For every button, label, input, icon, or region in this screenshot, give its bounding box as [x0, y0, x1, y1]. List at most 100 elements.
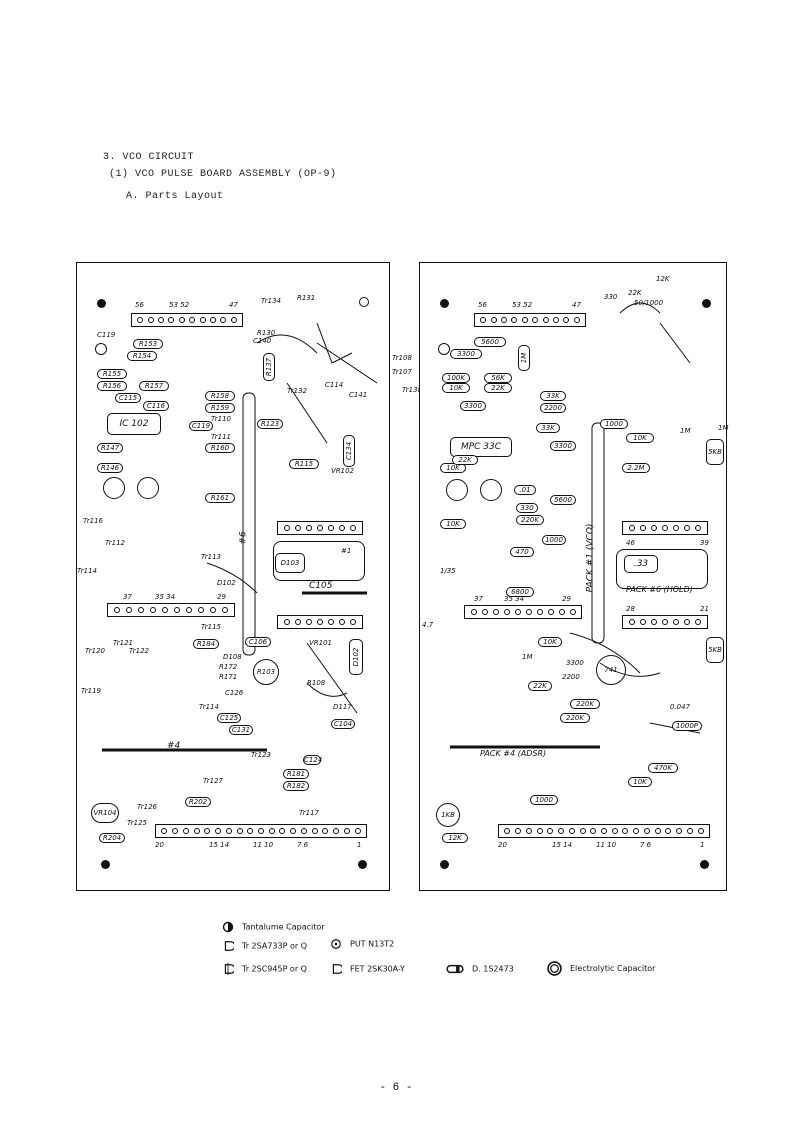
component-label: R147: [97, 443, 123, 453]
component-label: D102: [217, 579, 236, 587]
component-label: R182: [283, 781, 309, 791]
component-label: 1000P: [672, 721, 702, 731]
left-board-traces: [102, 322, 378, 752]
pin-label: 35 34: [155, 593, 176, 601]
component-label: 12K: [442, 833, 468, 843]
fet-icon: [332, 964, 342, 974]
mounting-hole: [440, 860, 449, 869]
component-label: Tr112: [105, 539, 125, 547]
component-label: 470K: [648, 763, 678, 773]
pin-label: 35 34: [504, 595, 525, 603]
top-connector: [474, 313, 586, 327]
tantalum-capacitor: [438, 343, 450, 355]
component-label: 22K: [484, 383, 512, 393]
component-label: C119: [97, 331, 116, 339]
electrolytic-capacitor: [446, 479, 468, 501]
subsection-heading: (1) VCO PULSE BOARD ASSEMBLY (OP-9): [109, 169, 337, 180]
component-label: 4.7: [422, 621, 434, 629]
mid-connector: [464, 605, 582, 619]
bottom-connector: [155, 824, 367, 838]
component-label: R181: [283, 769, 309, 779]
component-label: C114: [325, 381, 344, 389]
legend-tantalum: Tantalume Capacitor: [222, 921, 325, 933]
component-label: D103: [275, 553, 305, 573]
pin-label: 7 6: [297, 841, 309, 849]
pin-label: 11 10: [253, 841, 274, 849]
component-label: Tr117: [299, 809, 319, 817]
component-label: 1M: [680, 427, 691, 435]
component-label: Tr111: [211, 433, 231, 441]
component-label: R108: [307, 679, 326, 687]
pin-label: 29: [217, 593, 226, 601]
component-label: R115: [289, 459, 319, 469]
component-label: 5KB: [706, 439, 724, 465]
component-label: VR101: [309, 639, 333, 647]
component-label: 1000: [542, 535, 566, 545]
component-label: C104: [331, 719, 355, 729]
pin-label: 11 10: [596, 841, 617, 849]
component-label: D117: [333, 703, 352, 711]
legend-npn: Tr 2SC945P or Q: [222, 963, 307, 975]
pack-label: PACK #4 (ADSR): [480, 749, 547, 758]
item-heading: A. Parts Layout: [126, 191, 224, 202]
pin-label: 47: [572, 301, 581, 309]
component-label: R157: [139, 381, 169, 391]
component-label: R204: [99, 833, 125, 843]
mounting-hole: [359, 297, 369, 307]
component-label: C140: [253, 337, 272, 345]
pin-label: 28: [626, 605, 635, 613]
mounting-hole: [358, 860, 367, 869]
tantalum-capacitor-icon: [222, 921, 234, 933]
component-label: 5KB: [706, 637, 724, 663]
pack-socket: [277, 521, 363, 535]
component-label: R160: [205, 443, 235, 453]
ic-outline: MPC 33C: [450, 437, 512, 457]
component-label: 10K: [626, 433, 654, 443]
component-label: R155: [97, 369, 127, 379]
component-label: Tr113: [201, 553, 221, 561]
component-label: R131: [297, 294, 316, 302]
bottom-connector: [498, 824, 710, 838]
component-label: C124: [303, 755, 323, 765]
component-label: Tr132: [287, 387, 307, 395]
component-label: Tr120: [85, 647, 105, 655]
component-label: 330: [516, 503, 538, 513]
component-label: Tr115: [201, 623, 221, 631]
component-label: R123: [257, 419, 283, 429]
component-label: 0.047: [670, 703, 691, 711]
section-heading: 3. VCO CIRCUIT: [103, 152, 195, 163]
component-label: 220K: [560, 713, 590, 723]
pin-label: 56: [478, 301, 487, 309]
mounting-hole: [440, 299, 449, 308]
pin-label: 29: [562, 595, 571, 603]
component-label: R172: [219, 663, 238, 671]
component-label: 1M: [718, 424, 729, 432]
component-label: R130: [257, 329, 276, 337]
pack-socket: [622, 615, 708, 629]
component-label: 1/35: [440, 567, 456, 575]
mounting-hole: [700, 860, 709, 869]
pin-label: 1: [357, 841, 362, 849]
mounting-hole: [97, 299, 106, 308]
component-label: 220K: [570, 699, 600, 709]
component-label: R156: [97, 381, 127, 391]
component-label: 50/1000: [634, 299, 664, 307]
component-label: R103: [253, 659, 279, 685]
left-board: 56 53 52 47 37 35 34 29 20 15 14 11 10 7…: [76, 262, 390, 891]
page-number: - 6 -: [379, 1082, 413, 1094]
component-label: R158: [205, 391, 235, 401]
ic-component: 741: [596, 655, 626, 685]
pin-label: 37: [474, 595, 483, 603]
component-label: 33K: [536, 423, 560, 433]
component-label: 3300: [450, 349, 482, 359]
mid-connector: [107, 603, 235, 617]
component-label: .33: [624, 555, 658, 573]
component-label: 220K: [516, 515, 544, 525]
component-label: C126: [225, 689, 244, 697]
component-label: R137: [263, 353, 275, 381]
component-label: 10K: [538, 637, 562, 647]
npn-transistor-icon: [224, 963, 234, 975]
component-label: R184: [193, 639, 219, 649]
component-label: 33K: [540, 391, 566, 401]
legend-pnp: Tr 2SA733P or Q: [222, 940, 307, 952]
